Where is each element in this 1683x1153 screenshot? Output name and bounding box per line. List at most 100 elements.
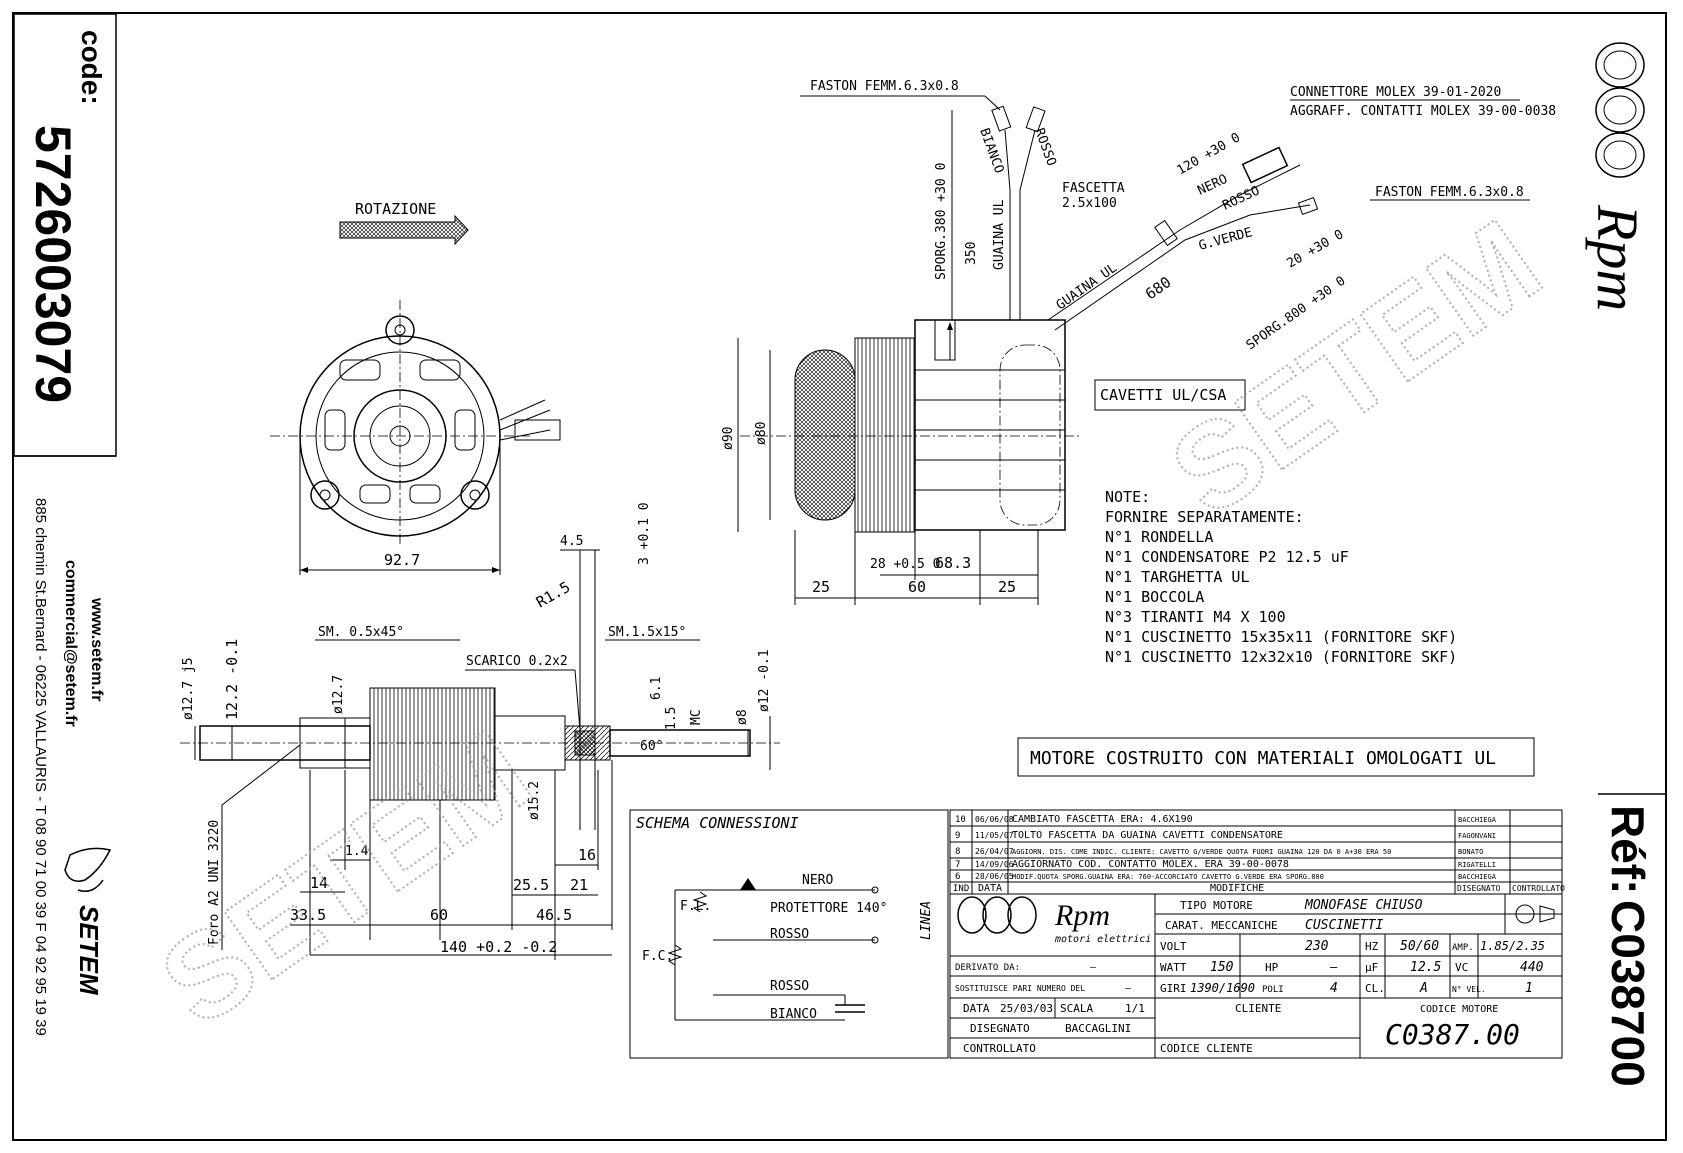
fascetta-label: FASCETTA	[1062, 181, 1125, 196]
dim-33-5-label: 33.5	[290, 906, 326, 924]
svg-text:IND: IND	[953, 884, 969, 894]
connettore-label: CONNETTORE MOLEX 39-01-2020	[1290, 85, 1501, 100]
dim-46-5-label: 46.5	[536, 906, 572, 924]
poli-value: 4	[1330, 981, 1338, 996]
giri-value: 1390/1690	[1190, 981, 1255, 995]
svg-text:MODIF.QUOTA SPORG.GUAINA ERA:: MODIF.QUOTA SPORG.GUAINA ERA: 760-ACCORC…	[1012, 873, 1324, 881]
fascetta-size-label: 2.5x100	[1062, 196, 1117, 211]
address-text: 885 chemin St.Bernard - 06225 VALLAURIS …	[32, 498, 49, 1036]
d12-7b-label: ø12.7	[331, 675, 346, 714]
svg-text:06/06/08: 06/06/08	[975, 815, 1014, 824]
ul-note-box	[1017, 737, 1535, 777]
mc-label: MC	[689, 709, 704, 725]
svg-text:TOLTO FASCETTA DA GUAINA CAVET: TOLTO FASCETTA DA GUAINA CAVETTI CONDENS…	[1012, 830, 1283, 841]
g-verde-label: G.VERDE	[1197, 225, 1254, 254]
side-d90-label: ø90	[721, 427, 736, 450]
revision-row: 6 28/06/05 MODIF.QUOTA SPORG.GUAINA ERA:…	[955, 872, 1497, 882]
tb-rpm: Rpm	[1054, 899, 1110, 932]
cavetti-label: CAVETTI UL/CSA	[1100, 386, 1226, 404]
svg-text:CONTROLLATO: CONTROLLATO	[1512, 884, 1565, 893]
hz-label: HZ	[1365, 940, 1379, 953]
vc-label: VC	[1455, 961, 1468, 974]
vc-value: 440	[1520, 960, 1544, 975]
motor-front-view: ROTAZIONE 92.7	[270, 200, 561, 575]
svg-text:FAGONVANI: FAGONVANI	[1458, 832, 1496, 840]
svg-text:AGGIORNATO COD. CONTATTO MOLEX: AGGIORNATO COD. CONTATTO MOLEX. ERA 39-0…	[1012, 859, 1289, 870]
d6-1-label: 6.1	[649, 677, 664, 700]
dim-140-label: 140 +0.2 -0.2	[440, 938, 557, 956]
notes-title: NOTE:	[1105, 488, 1150, 506]
poli-label: POLI	[1262, 985, 1284, 995]
faston-right-label: FASTON FEMM.6.3x0.8	[1375, 185, 1524, 200]
note-line: N°1 CONDENSATORE P2 12.5 uF	[1105, 548, 1349, 566]
title-block: Rpm motori elettrici TIPO MOTORE MONOFAS…	[949, 893, 1563, 1059]
motor-side-view: ø90 ø80 25 60 25 68.3 28 +0.5 0	[721, 319, 1080, 605]
codice-motore-label: CODICE MOTORE	[1420, 1004, 1498, 1015]
dim-4-5-label: 4.5	[560, 534, 583, 549]
right-panel: Rpm Réf: C038700	[1585, 42, 1667, 1087]
d15-2-label: ø15.2	[527, 781, 542, 820]
svg-text:8: 8	[955, 847, 960, 857]
uf-label: µF	[1365, 961, 1378, 974]
hp-value: —	[1330, 960, 1338, 974]
revision-row: 10 06/06/08 CAMBIATO FASCETTA ERA: 4.6X1…	[955, 814, 1497, 825]
shaft-view: 4.5 3 +0.1 0 R1.5 SM. 0.5x45° SM.1.5x15°…	[180, 502, 780, 960]
codice-cliente-label: CODICE CLIENTE	[1160, 1042, 1253, 1055]
watt-label: WATT	[1160, 961, 1187, 974]
volt-label: VOLT	[1160, 940, 1187, 953]
note-line: N°1 CUSCINETTO 12x32x10 (FORNITORE SKF)	[1105, 648, 1457, 666]
revision-row: 8 26/04/07 AGGIORN. DIS. COME INDIC. CLI…	[955, 847, 1483, 857]
svg-text:14/09/06: 14/09/06	[975, 860, 1014, 869]
svg-text:CAMBIATO FASCETTA ERA: 4.6X190: CAMBIATO FASCETTA ERA: 4.6X190	[1012, 814, 1193, 825]
side-25a-label: 25	[812, 578, 830, 596]
note-line: N°1 BOCCOLA	[1105, 588, 1204, 606]
tb-rpm-sub: motori elettrici	[1054, 934, 1151, 945]
carat-label: CARAT. MECCANICHE	[1165, 919, 1278, 932]
codice-motore-value: C0387.00	[1385, 1018, 1520, 1051]
guaina-ul-label: GUAINA UL	[992, 199, 1007, 270]
disegnato-value: BACCAGLINI	[1065, 1022, 1131, 1035]
rosso-schema-label: ROSSO	[770, 927, 809, 942]
controllato-label: CONTROLLATO	[963, 1042, 1036, 1055]
drawing-frame	[12, 12, 1667, 1141]
left-panel: code: 5726003079 885 chemin St.Bernard -…	[13, 13, 117, 1036]
nvel-value: 1	[1525, 981, 1533, 996]
note-line: N°1 CUSCINETTO 15x35x11 (FORNITORE SKF)	[1105, 628, 1457, 646]
svg-text:DISEGNATO: DISEGNATO	[1457, 884, 1501, 893]
ref-label: Réf:	[1602, 805, 1654, 894]
disegnato-label: DISEGNATO	[970, 1022, 1030, 1035]
dim-1-4-label: 1.4	[345, 844, 369, 859]
dim-120-label: 120 +30 0	[1175, 130, 1244, 178]
cl-value: A	[1419, 981, 1428, 996]
volt-value: 230	[1305, 939, 1329, 954]
sostituisce-value: —	[1125, 983, 1132, 994]
tipo-label: TIPO MOTORE	[1180, 899, 1253, 912]
note-line: N°1 TARGHETTA UL	[1105, 568, 1250, 586]
side-68-3-label: 68.3	[935, 554, 971, 572]
scala-value: 1/1	[1125, 1002, 1145, 1015]
watt-value: 150	[1210, 960, 1234, 975]
svg-text:BACCHIEGA: BACCHIEGA	[1458, 873, 1497, 881]
cliente-label: CLIENTE	[1235, 1002, 1281, 1015]
notes-block: NOTE: FORNIRE SEPARATAMENTE: N°1 RONDELL…	[1105, 488, 1457, 666]
svg-text:AGGIORN. DIS. COME INDIC. CLIE: AGGIORN. DIS. COME INDIC. CLIENTE: CAVET…	[1012, 848, 1391, 856]
bianco-label: BIANCO	[976, 126, 1006, 175]
rosso2-schema-label: ROSSO	[770, 979, 809, 994]
side-25b-label: 25	[998, 578, 1016, 596]
svg-text:10: 10	[955, 815, 966, 825]
data-label: DATA	[963, 1002, 990, 1015]
sm15-label: SM.1.5x15°	[608, 625, 686, 640]
dim-3-label: 3 +0.1 0	[637, 502, 652, 565]
svg-text:MODIFICHE: MODIFICHE	[1210, 883, 1264, 894]
front-dia-label: 92.7	[384, 551, 420, 569]
svg-text:11/05/07: 11/05/07	[975, 831, 1014, 840]
derivato-label: DERIVATO DA:	[955, 963, 1020, 973]
svg-text:BONATO: BONATO	[1458, 848, 1483, 856]
email-text: commercial@setem.fr	[62, 560, 79, 727]
brand-text: Rpm	[1585, 204, 1650, 311]
hz-value: 50/60	[1400, 939, 1439, 954]
carat-value: CUSCINETTI	[1305, 918, 1383, 933]
dim-14-label: 14	[310, 874, 328, 892]
rpm-small-logo	[957, 896, 1037, 934]
scala-label: SCALA	[1060, 1002, 1093, 1015]
